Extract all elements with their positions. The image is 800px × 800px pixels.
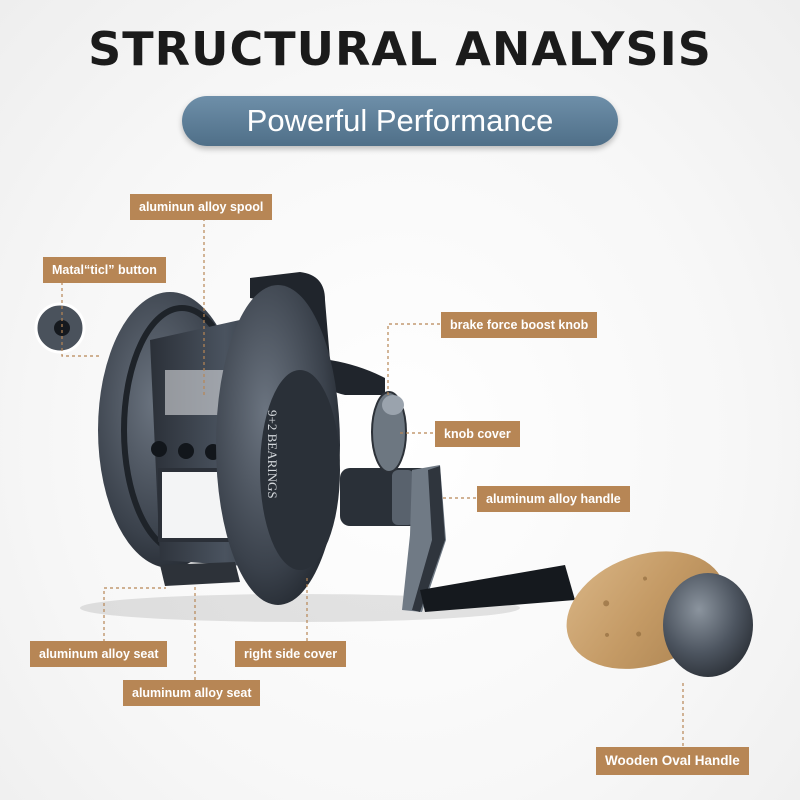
label-wooden-handle: Wooden Oval Handle bbox=[596, 747, 749, 775]
callout-lines bbox=[61, 218, 684, 746]
label-seat-bottom: aluminum alloy seat bbox=[123, 680, 261, 706]
handle-arm-shade bbox=[412, 466, 445, 612]
label-aluminum-handle: aluminum alloy handle bbox=[477, 486, 630, 512]
shaft-collar bbox=[392, 470, 414, 525]
brake-knob-top bbox=[382, 395, 404, 415]
button-inset-dot bbox=[54, 320, 70, 336]
right-cover-inner bbox=[260, 370, 340, 570]
label-aluminum-spool: aluminun alloy spool bbox=[130, 194, 273, 220]
label-knob-cover: knob cover bbox=[435, 421, 520, 447]
leader-button bbox=[61, 282, 100, 357]
reel-seat bbox=[160, 562, 240, 586]
label-metal-button: Matal“ticl” button bbox=[43, 257, 166, 283]
grip-end-cap bbox=[663, 573, 753, 677]
label-seat-left: aluminum alloy seat bbox=[30, 641, 168, 667]
label-brake-knob: brake force boost knob bbox=[441, 312, 598, 338]
bearing-marking: 9+2 BEARINGS bbox=[265, 410, 280, 499]
leader-brake bbox=[387, 323, 440, 395]
handle-stem bbox=[420, 565, 575, 612]
subtitle-banner: Powerful Performance bbox=[182, 96, 618, 146]
frame-hole bbox=[178, 443, 194, 459]
page-title: STRUCTURAL ANALYSIS bbox=[88, 22, 712, 76]
frame-hole bbox=[151, 441, 167, 457]
label-right-cover: right side cover bbox=[235, 641, 347, 667]
leader-seat-left bbox=[103, 587, 166, 642]
